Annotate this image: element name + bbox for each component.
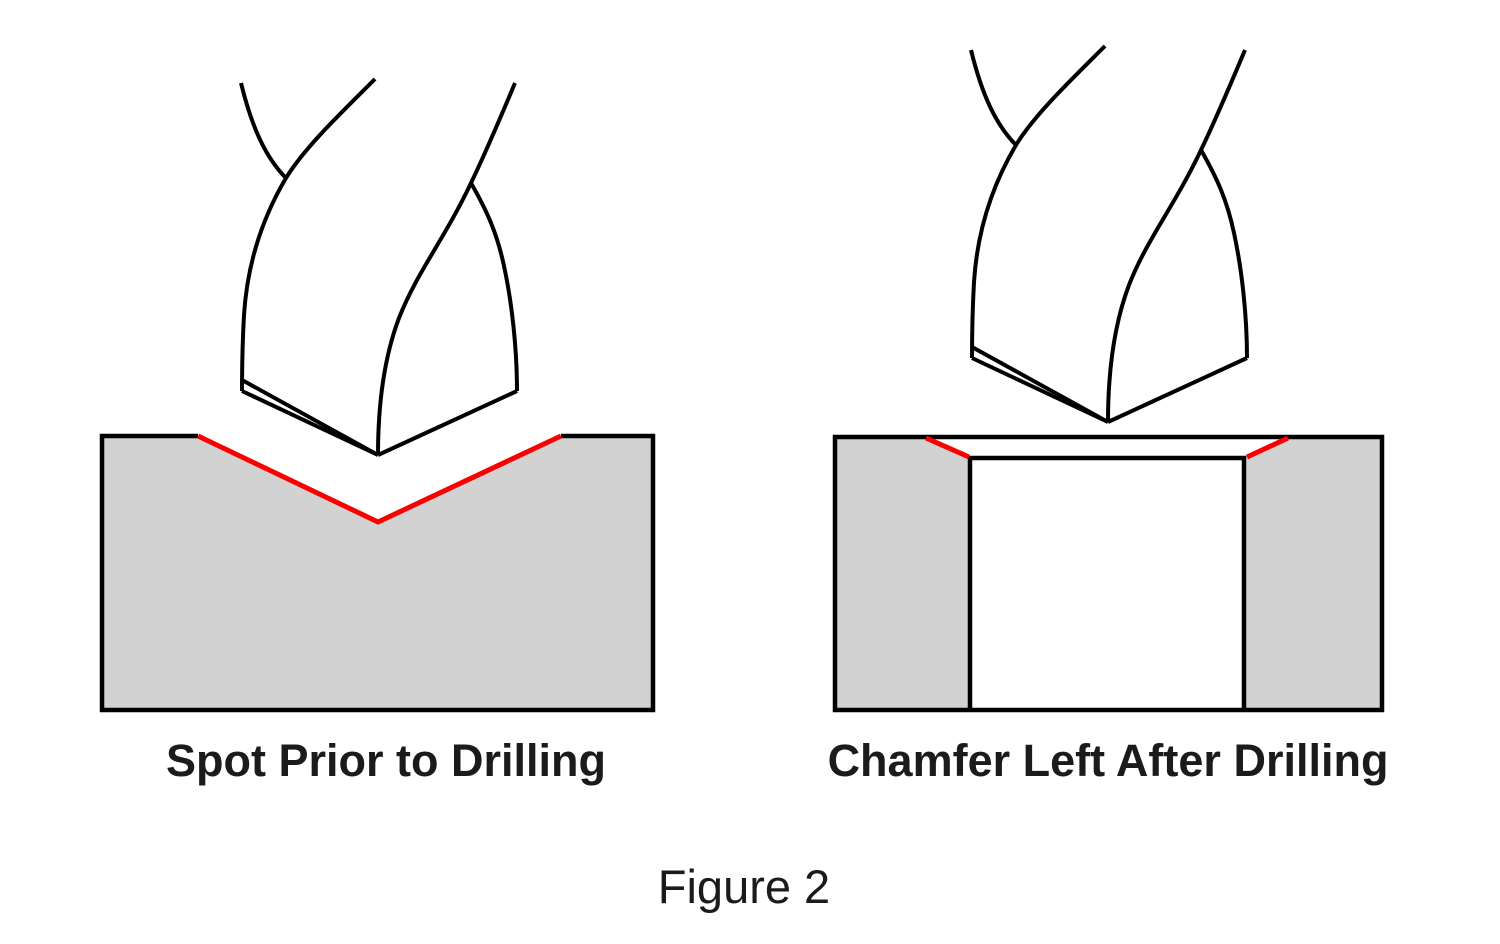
chamfer-red-line-right [1245,435,1290,460]
drill-right-silhouette-edge [469,182,519,392]
left-workpiece-outline [99,433,656,713]
hole-wall-outline [967,455,1247,710]
drill-point-left-edge [241,389,379,457]
right-panel-caption: Chamfer Left After Drilling [828,735,1389,786]
chamfer-mouth-opening [927,439,1287,457]
left-drill-bit [239,77,519,457]
chamfer-red-line-left [924,435,971,460]
right-drill-bit [969,44,1249,424]
right-workpiece-outline [832,434,1385,713]
spot-chamfer-red-line [196,433,563,525]
right-panel-chamfer-after-drilling: Chamfer Left After Drilling [828,44,1389,786]
left-panel-spot-prior-to-drilling: Spot Prior to Drilling [99,77,656,786]
left-panel-caption: Spot Prior to Drilling [166,735,606,786]
figure-label: Figure 2 [658,860,830,913]
left-workpiece-block [102,436,653,710]
drill-central-flute-spiral [376,82,517,456]
right-drill-bit-shape [969,44,1249,424]
drilled-hole [970,456,1244,708]
drill-flute-edge-upper-left [239,82,288,180]
drill-point-right-edge [377,389,518,457]
drill-left-silhouette-edge [240,77,377,392]
